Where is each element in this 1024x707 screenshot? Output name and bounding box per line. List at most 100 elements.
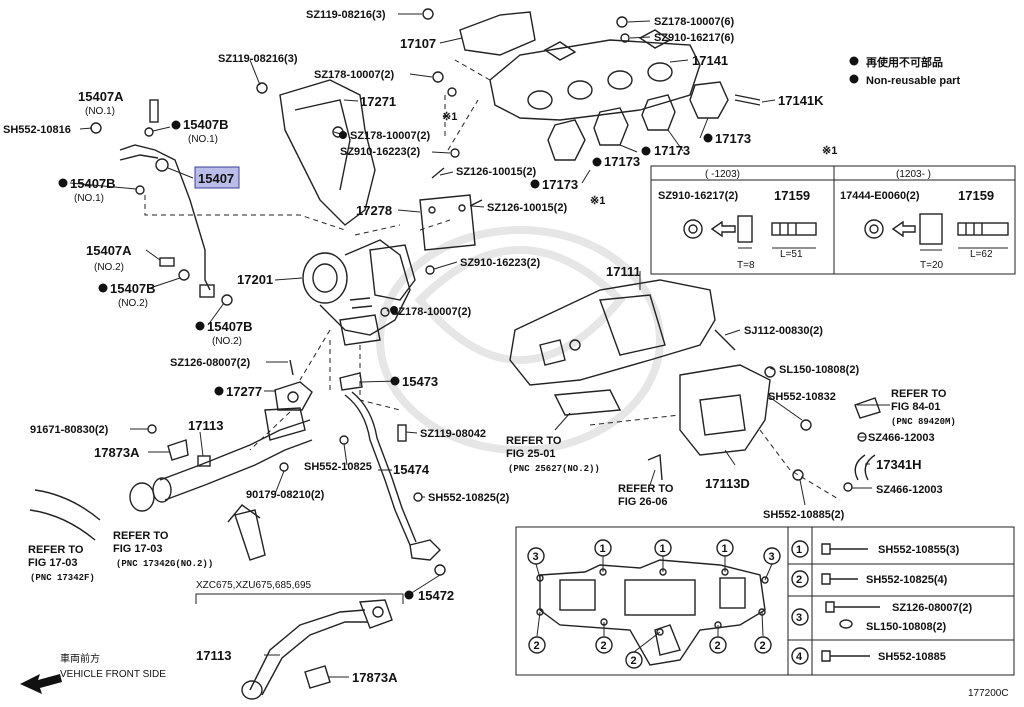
plate-callout-circle	[595, 636, 613, 654]
label-sz126-10015-2a: SZ126-10015(2)	[456, 166, 536, 178]
label-no2c: (NO.2)	[212, 336, 242, 347]
gaskets-17173[interactable]	[547, 81, 729, 161]
label-no1c: (NO.1)	[74, 193, 104, 204]
label-mark1b: ※1	[590, 195, 605, 207]
label-15407b-1: 15407B	[183, 117, 229, 132]
heat-insulator-17271[interactable]	[279, 79, 376, 226]
label-refer-25-01b: FIG 25-01	[506, 448, 556, 460]
part-labels: SZ119-08216(3) 17107 SZ178-10007(6) SZ91…	[3, 9, 1009, 699]
label-17173c: 17173	[654, 143, 690, 158]
stud-sz126-a	[431, 167, 445, 179]
label-17278: 17278	[356, 203, 392, 218]
label-17113-bottom: 17113	[196, 648, 231, 663]
plate-callout-number: 2	[631, 655, 637, 667]
label-sh552-10816: SH552-10816	[3, 124, 71, 136]
plate-callout-number: 2	[760, 640, 766, 652]
label-17111: 17111	[606, 264, 641, 279]
union-15472[interactable]	[409, 539, 446, 576]
plate-callout-circle	[754, 636, 772, 654]
plate-callout-circle	[654, 539, 672, 557]
plate-callout-circle	[527, 547, 545, 565]
label-15407b-2: 15407B	[110, 281, 156, 296]
label-sz910-16223-2b: SZ910-16223(2)	[460, 257, 540, 269]
label-sz910-16217-6: SZ910-16217(6)	[654, 32, 734, 44]
plate-callout-number: 1	[600, 543, 606, 555]
bracket-17873a-bottom[interactable]	[304, 665, 331, 689]
plate-callout-circle	[594, 539, 612, 557]
stud-sz126-b	[469, 199, 483, 207]
gasket-17277[interactable]	[274, 381, 313, 411]
label-sz126-08007-2: SZ126-08007(2)	[170, 357, 250, 369]
gasket-refer-25-01[interactable]	[553, 389, 622, 416]
label-sh552-10825-2: SH552-10825(2)	[428, 492, 510, 504]
label-pnc-89420m: (PNC 89420M)	[891, 417, 956, 427]
turbocharger-17201[interactable]	[302, 239, 416, 346]
label-17113-top: 17113	[188, 418, 223, 433]
variant-bracket	[195, 593, 404, 604]
bolt-legend-num-4: 4	[796, 651, 803, 663]
label-17141: 17141	[692, 53, 728, 68]
label-15407a-2: 15407A	[86, 243, 132, 258]
hose-17341h[interactable]	[843, 397, 881, 492]
label-17277: 17277	[226, 384, 262, 399]
label-17271: 17271	[360, 94, 396, 109]
stud-17141k[interactable]	[734, 94, 761, 106]
plate-callout-number: 2	[601, 640, 607, 652]
label-refer-84-01: REFER TO	[891, 388, 947, 400]
label-sj112-00830: SJ112-00830(2)	[744, 325, 823, 337]
label-sh552-10825: SH552-10825	[304, 461, 372, 473]
label-17173d: 17173	[715, 131, 751, 146]
label-17873a-top: 17873A	[94, 445, 140, 460]
label-sz466-12003a: SZ466-12003	[868, 432, 935, 444]
egr-body-17113d[interactable]	[647, 329, 812, 481]
label-sh552-10885-2: SH552-10885(2)	[763, 509, 845, 521]
label-17173b: 17173	[604, 154, 640, 169]
label-sh552-10832: SH552-10832	[768, 391, 836, 403]
gasket-17278[interactable]	[419, 194, 476, 251]
label-no1a: (NO.1)	[85, 106, 115, 117]
bolt-legend-num-3: 3	[796, 612, 802, 624]
bracket-17873a-top[interactable]	[167, 439, 189, 461]
plate-callout-number: 3	[769, 551, 775, 563]
legend-jp: 再使用不可部品	[866, 55, 943, 69]
label-15472: 15472	[418, 588, 454, 603]
oil-pipe-15407[interactable]	[90, 99, 233, 306]
plate-callout-number: 2	[534, 640, 540, 652]
bracket-17107[interactable]	[459, 11, 536, 56]
label-17107: 17107	[400, 36, 436, 51]
label-15407a-1: 15407A	[78, 89, 124, 104]
clamp	[129, 482, 155, 512]
label-sz178-10007-2b: SZ178-10007(2)	[350, 130, 430, 142]
c1-stud: 17159	[774, 188, 810, 203]
col2-head: (1203- )	[896, 169, 931, 180]
label-sz178-10007-6: SZ178-10007(6)	[654, 16, 734, 28]
bolt-legend-num-1: 1	[796, 544, 802, 556]
variant-label: XZC675,XZU675,685,695	[196, 580, 312, 591]
plate-callout-circle	[716, 539, 734, 557]
c2-t: T=20	[920, 260, 944, 271]
bolt-legend: 1 SH552-10855(3) 2 SH552-10825(4) 3 SZ12…	[791, 540, 972, 665]
label-17873a-bottom: 17873A	[352, 670, 398, 685]
diagram-id: 177200C	[968, 688, 1009, 699]
front-label-jp: 車両前方	[60, 652, 100, 665]
label-refer-84-01b: FIG 84-01	[891, 401, 941, 413]
label-no2b: (NO.2)	[118, 298, 148, 309]
bolt-legend-part-3: SZ126-08007(2)	[892, 602, 972, 614]
pipe-17113-top[interactable]	[147, 407, 313, 503]
label-sz126-10015-2b: SZ126-10015(2)	[487, 202, 567, 214]
label-refer-17-03b: REFER TO	[113, 530, 169, 542]
bolt-legend-part-3b: SL150-10808(2)	[866, 621, 946, 633]
c2-stud: 17159	[958, 188, 994, 203]
label-pnc-17342g: (PNC 17342G(NO.2))	[116, 559, 213, 569]
exhaust-manifold-17141[interactable]	[489, 29, 701, 121]
label-90179: 90179-08210(2)	[246, 489, 325, 501]
plate-callout-number: 1	[722, 543, 728, 555]
highlight-15407	[194, 166, 240, 189]
plate-callout-circle	[625, 651, 643, 669]
c1-t: T=8	[737, 260, 755, 271]
plate-callout-number: 3	[533, 551, 539, 563]
label-pnc-25627: (PNC 25627(NO.2))	[508, 464, 600, 474]
pipe-17113-bottom[interactable]	[241, 599, 393, 700]
water-pipe-15474[interactable]	[339, 372, 423, 546]
bolt-legend-num-2: 2	[796, 574, 802, 586]
